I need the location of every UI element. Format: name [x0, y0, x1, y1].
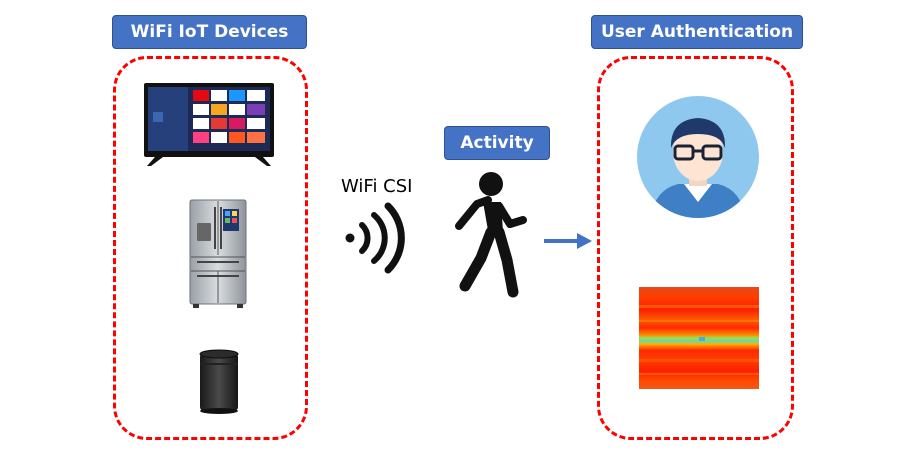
- smart-speaker-icon: [199, 349, 239, 414]
- iot-devices-group: [113, 56, 308, 440]
- user-avatar-icon: [637, 96, 759, 218]
- activity-title: Activity: [444, 126, 550, 160]
- user-auth-group: [597, 56, 794, 440]
- iot-devices-title: WiFi IoT Devices: [112, 15, 307, 49]
- arrow-right-icon: [544, 233, 592, 249]
- walking-person-icon: [455, 172, 527, 298]
- user-auth-title: User Authentication: [591, 15, 803, 49]
- tv-icon: [144, 83, 274, 166]
- wifi-csi-label: WiFi CSI: [341, 176, 413, 197]
- wifi-signal-icon: [345, 202, 405, 274]
- csi-heatmap: [639, 287, 759, 389]
- refrigerator-icon: [189, 199, 247, 308]
